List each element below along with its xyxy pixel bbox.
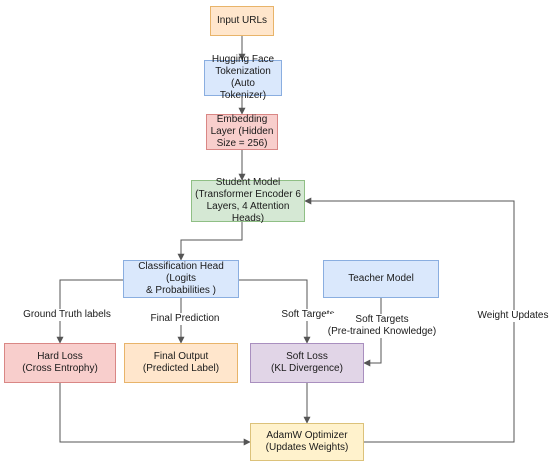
- final-prediction-edge-label: Final Prediction: [148, 313, 222, 325]
- final-output-node: Final Output (Predicted Label): [124, 343, 238, 383]
- tokenization-label: Hugging Face Tokenization (Auto Tokenize…: [211, 54, 275, 101]
- soft-loss-node: Soft Loss (KL Divergence): [250, 343, 364, 383]
- student-model-node: Student Model (Transformer Encoder 6 Lay…: [191, 177, 305, 224]
- teacher-model-label: Teacher Model: [348, 273, 414, 284]
- classification-head-node: Classification Head (Logits & Probabilit…: [123, 260, 239, 298]
- edge-classification-to-hard-loss: [56, 279, 123, 344]
- soft-targets-edge-label: Soft Targets: [279, 309, 337, 321]
- embedding-node: Embedding Layer (Hidden Size = 256): [206, 114, 278, 150]
- weight-updates-edge-label: Weight Updates: [476, 310, 550, 322]
- optimizer-label: AdamW Optimizer (Updates Weights): [265, 430, 349, 453]
- tokenization-node: Hugging Face Tokenization (Auto Tokenize…: [204, 54, 282, 101]
- teacher-model-node: Teacher Model: [323, 260, 439, 298]
- edge-classification-to-soft-loss: [239, 279, 311, 344]
- classification-head-label: Classification Head (Logits & Probabilit…: [138, 261, 224, 296]
- embedding-label: Embedding Layer (Hidden Size = 256): [210, 114, 274, 149]
- edge-hard-loss-to-optimizer: [59, 383, 251, 446]
- input-urls-label: Input URLs: [216, 15, 268, 26]
- soft-loss-label: Soft Loss (KL Divergence): [271, 351, 343, 374]
- optimizer-node: AdamW Optimizer (Updates Weights): [250, 423, 364, 461]
- soft-targets-teacher-edge-label: Soft Targets (Pre-trained Knowledge): [325, 314, 439, 338]
- final-output-label: Final Output (Predicted Label): [142, 351, 220, 374]
- ground-truth-edge-label: Ground Truth labels: [14, 309, 120, 321]
- student-model-label: Student Model (Transformer Encoder 6 Lay…: [195, 177, 301, 224]
- hard-loss-label: Hard Loss (Cross Entrophy): [22, 351, 98, 374]
- input-urls-node: Input URLs: [210, 6, 274, 36]
- hard-loss-node: Hard Loss (Cross Entrophy): [4, 343, 116, 383]
- edge-student-to-classification: [177, 222, 243, 261]
